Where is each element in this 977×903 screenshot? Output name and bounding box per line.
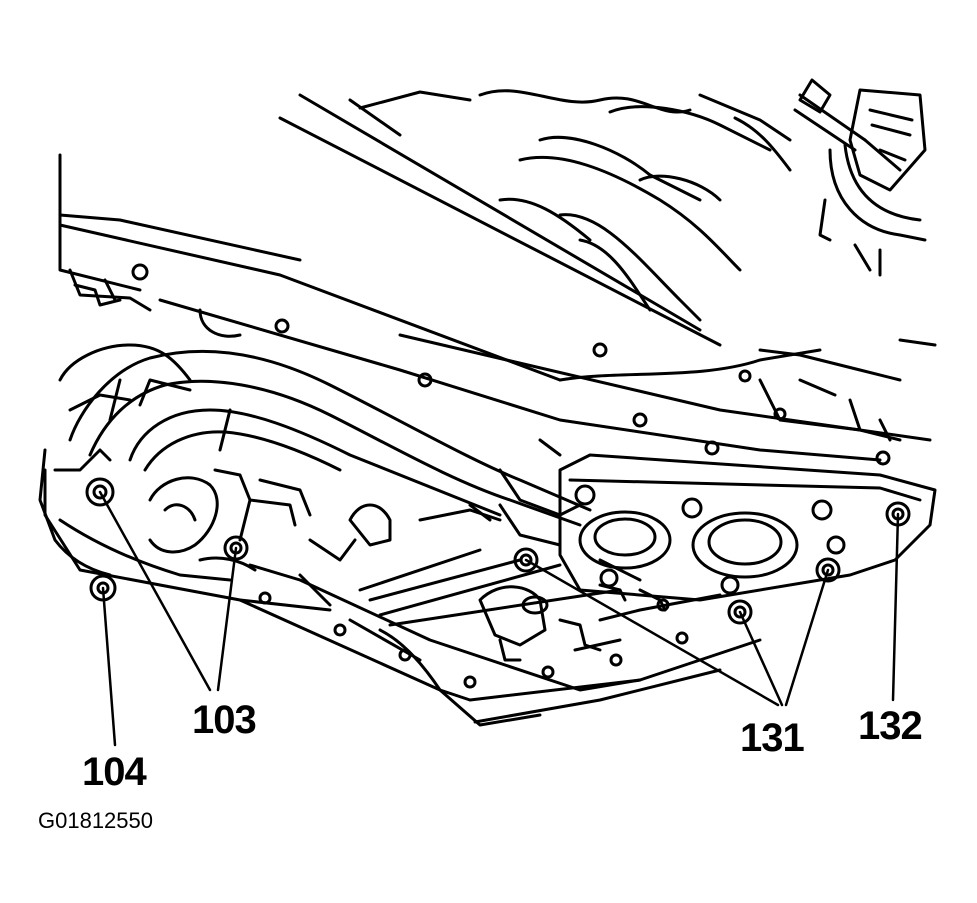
left-cover [38,343,297,582]
bolts [85,477,911,625]
oil-pan [43,468,762,727]
callout-label-132: 132 [858,704,923,748]
side-cover [558,453,937,602]
leader-131-a [524,558,780,707]
flange-holes [131,263,891,466]
leader-131-b [738,610,784,707]
leader-131-c [784,568,830,707]
bolt-131-b [727,599,753,625]
callout-label-104: 104 [82,750,147,794]
figure-id: G01812550 [38,808,153,833]
drive-shaft [793,78,927,277]
cover-bolts-extra [574,484,846,595]
bolt-131-a [513,547,539,573]
cooler-pipe [68,350,592,547]
callout-label-103: 103 [192,698,257,742]
leader-103-a [98,490,212,692]
engine-flange [58,153,937,462]
engine-structure [278,89,792,347]
bolt-103-left [85,477,115,507]
leader-lines [98,490,900,747]
callout-label-131: 131 [740,716,805,760]
leader-104 [101,586,117,747]
leader-132 [891,512,900,702]
leader-103-b [216,546,238,692]
bolt-131-c [815,557,841,583]
